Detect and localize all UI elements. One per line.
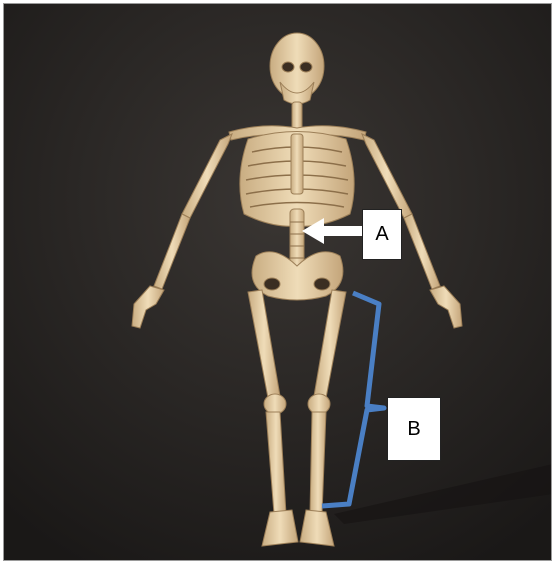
skull — [270, 33, 324, 99]
skeleton-illustration — [4, 4, 552, 561]
label-b: B — [387, 397, 441, 461]
arrow-a-shaft — [322, 226, 364, 236]
right-eye-socket — [300, 62, 312, 72]
left-eye-socket — [282, 62, 294, 72]
sternum — [291, 134, 303, 194]
left-knee — [264, 394, 286, 414]
neck — [292, 102, 302, 130]
label-a: A — [362, 209, 402, 260]
left-obturator — [264, 278, 280, 290]
right-obturator — [314, 278, 330, 290]
figure-frame — [3, 3, 552, 561]
right-knee — [308, 394, 330, 414]
